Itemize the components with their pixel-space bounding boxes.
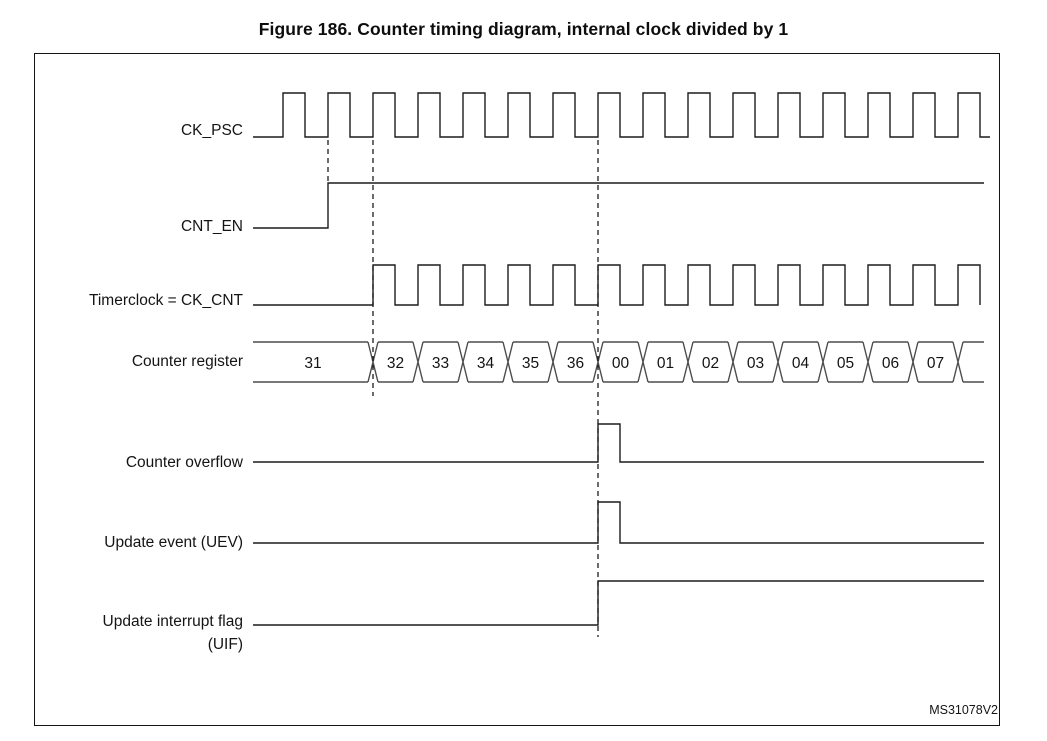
counter-value-03: 03 — [747, 355, 764, 372]
counter-value-07: 07 — [927, 355, 944, 372]
counter-value-06: 06 — [882, 355, 899, 372]
waveform-overflow — [253, 423, 984, 463]
signal-label-cnt-en: CNT_EN — [180, 218, 243, 235]
counter-value-31: 31 — [304, 355, 321, 372]
signal-label-counter-overflow: Counter overflow — [125, 454, 243, 471]
signal-label-counter-register: Counter register — [131, 353, 243, 370]
diagram-frame — [34, 53, 1000, 726]
signal-label-update-interrupt-flag: Update interrupt flag (UIF) — [0, 610, 243, 656]
counter-value-33: 33 — [432, 355, 449, 372]
signal-label-ck-cnt: Timerclock = CK_CNT — [88, 292, 243, 309]
counter-value-35: 35 — [522, 355, 539, 372]
signal-label-update-event: Update event (UEV) — [104, 534, 243, 551]
waveform-uev — [253, 501, 984, 544]
waveform-uif — [253, 580, 984, 626]
counter-value-36: 36 — [567, 355, 584, 372]
counter-value-32: 32 — [387, 355, 404, 372]
signal-label-uif-line2: (UIF) — [207, 636, 243, 653]
waveform-counter: 31 32 33 34 35 36 00 01 02 03 04 05 06 07 — [253, 341, 984, 383]
counter-value-00: 00 — [612, 355, 630, 372]
signal-label-ck-psc: CK_PSC — [180, 122, 243, 139]
waveform-ck_cnt — [253, 264, 981, 306]
figure-watermark: MS31078V2 — [929, 703, 998, 717]
counter-value-05: 05 — [837, 355, 854, 372]
counter-value-04: 04 — [792, 355, 810, 372]
waveform-ck_psc — [253, 92, 990, 138]
reference-dashed-lines — [327, 140, 599, 637]
waveform-cnt_en — [253, 182, 984, 229]
counter-value-34: 34 — [477, 355, 495, 372]
counter-value-01: 01 — [657, 355, 674, 372]
signal-label-uif-line1: Update interrupt flag — [102, 613, 243, 630]
counter-value-02: 02 — [702, 355, 719, 372]
figure-title: Figure 186. Counter timing diagram, inte… — [258, 19, 789, 39]
